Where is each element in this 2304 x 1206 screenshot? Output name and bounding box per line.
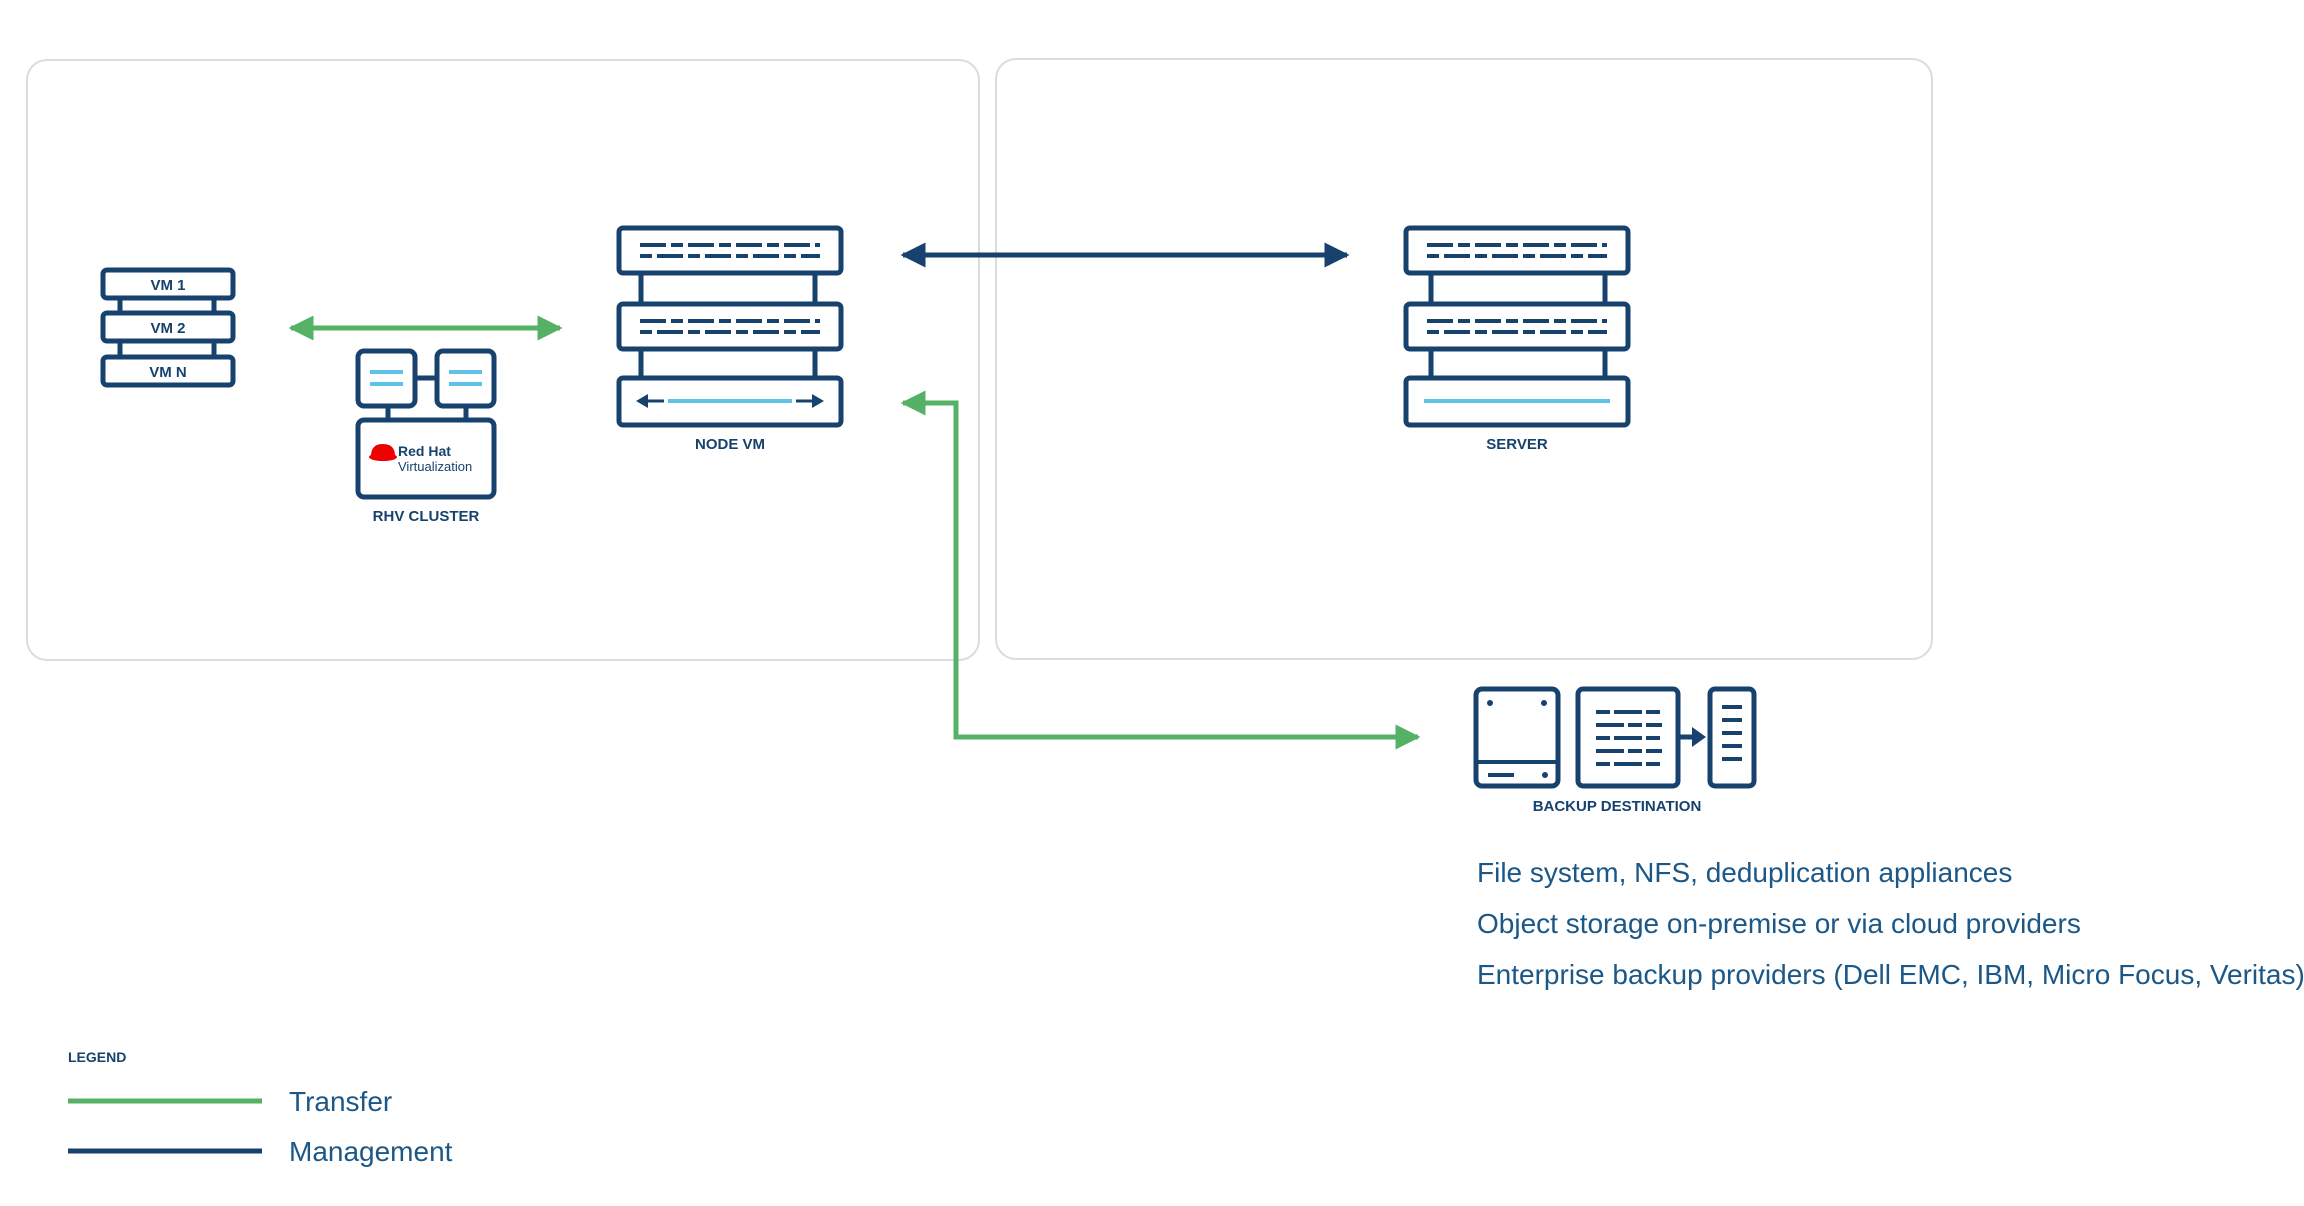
legend-management-label: Management — [289, 1136, 453, 1167]
rhv-cluster-label: RHV CLUSTER — [373, 508, 480, 525]
target-environment-panel — [995, 58, 1933, 660]
rhv-host-1 — [355, 348, 418, 409]
backup-destination-icons — [1473, 686, 1757, 789]
vm-label-3: VM N — [149, 364, 187, 381]
redhat-product-text: Virtualization — [398, 459, 472, 474]
vm-box-2 — [100, 310, 236, 344]
legend-title: LEGEND — [68, 1049, 126, 1065]
rhv-manager-box — [355, 417, 497, 500]
vm-label-2: VM 2 — [150, 320, 185, 337]
legend-transfer-label: Transfer — [289, 1086, 392, 1117]
rhv-host-2 — [434, 348, 497, 409]
arrow-right-icon — [1680, 727, 1706, 747]
disk-drive-icon — [1473, 686, 1561, 789]
vm-box-1 — [100, 267, 236, 301]
redhat-brand-text: Red Hat — [398, 443, 451, 459]
backup-destination-label: BACKUP DESTINATION — [1533, 798, 1702, 815]
backup-note-1: File system, NFS, deduplication applianc… — [1477, 857, 2012, 888]
storage-tower-icon — [1707, 686, 1757, 789]
node-vm-label: NODE VM — [695, 436, 765, 453]
node-vm-icon — [616, 225, 844, 428]
vm-label-1: VM 1 — [150, 277, 185, 294]
vm-box-3 — [100, 354, 236, 388]
backup-note-2: Object storage on-premise or via cloud p… — [1477, 908, 2081, 939]
transfer-arrow-node-backup — [900, 390, 1421, 750]
server-icon — [1403, 225, 1631, 428]
source-environment-panel — [26, 59, 980, 661]
vm-stack — [100, 267, 236, 388]
backup-note-3: Enterprise backup providers (Dell EMC, I… — [1477, 959, 2304, 990]
redhat-hat-icon — [369, 444, 397, 461]
legend: LEGEND Transfer Management — [68, 1049, 453, 1167]
deduplication-appliance-icon — [1575, 686, 1681, 789]
rhv-cluster-icon: Red Hat Virtualization — [355, 348, 497, 500]
server-label: SERVER — [1486, 436, 1548, 453]
